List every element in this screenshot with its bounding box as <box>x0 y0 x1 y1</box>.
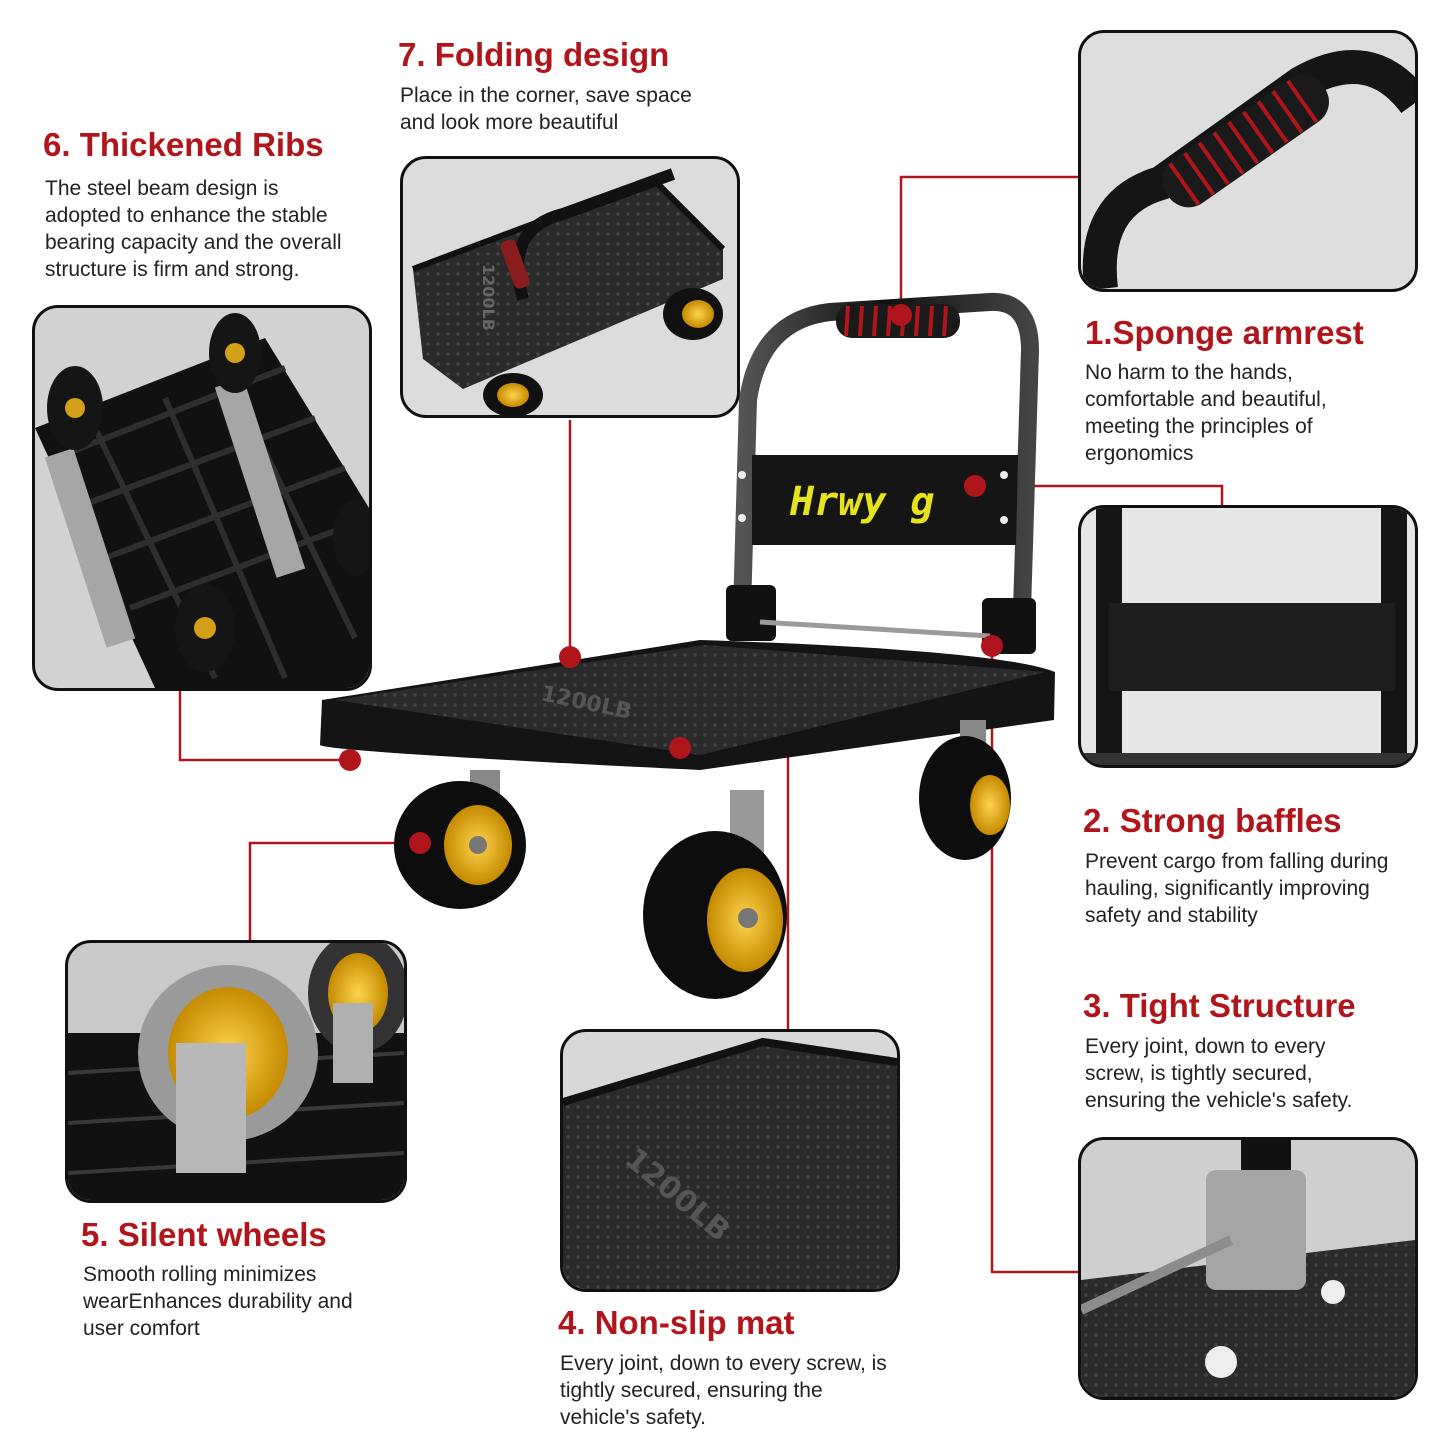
detail-ribs-image <box>32 305 372 691</box>
feature-2-title: 2. Strong baffles <box>1083 802 1342 839</box>
wheel-back-right <box>919 736 1011 860</box>
folding-load-marking: 1200LB <box>479 264 498 331</box>
feature-1-title: 1.Sponge armrest <box>1085 314 1364 351</box>
wheel-front-right <box>643 831 787 999</box>
detail-baffle-image <box>1078 505 1418 768</box>
brand-logo: Hrwy g <box>789 479 935 525</box>
detail-wheels-image <box>65 940 407 1203</box>
marker-baffle <box>964 475 986 497</box>
feature-7-title: 7. Folding design <box>398 36 670 73</box>
marker-mat <box>669 737 691 759</box>
detail-folding-image: 1200LB <box>400 156 740 418</box>
marker-folding <box>559 646 581 668</box>
marker-ribs <box>339 749 361 771</box>
feature-3-title: 3. Tight Structure <box>1083 987 1356 1024</box>
marker-structure <box>981 635 1003 657</box>
feature-5-title: 5. Silent wheels <box>81 1216 327 1253</box>
detail-nonslip-mat-image: 1200LB <box>560 1029 900 1292</box>
marker-armrest <box>890 304 912 326</box>
feature-4-title: 4. Non-slip mat <box>558 1304 795 1341</box>
detail-structure-image <box>1078 1137 1418 1400</box>
feature-1-desc: No harm to the hands,comfortable and bea… <box>1085 361 1327 465</box>
wheel-front-left <box>394 781 526 909</box>
marker-wheel <box>409 832 431 854</box>
detail-armrest-image <box>1078 30 1418 292</box>
feature-6-title: 6. Thickened Ribs <box>43 126 324 163</box>
